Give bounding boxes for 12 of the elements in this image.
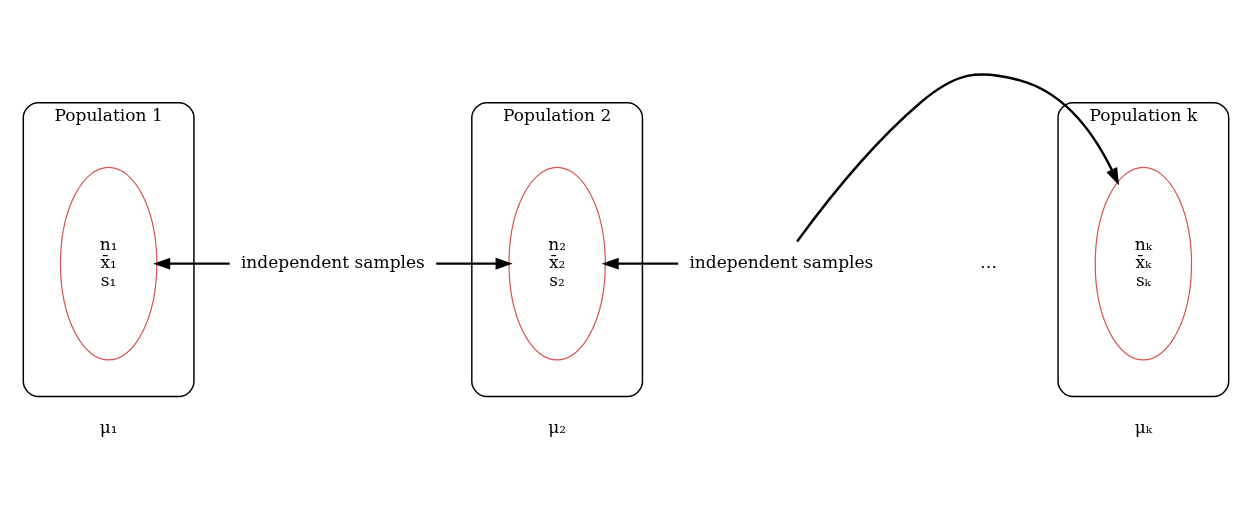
- node-ellipse: n₁ x̄₁ s₁: [59, 166, 158, 361]
- arrow: [153, 257, 230, 270]
- node-label: μ₂: [548, 416, 567, 437]
- arrow: [436, 257, 513, 270]
- node-ellipse: n₂ x̄₂ s₂: [508, 166, 606, 361]
- node-label: μₖ: [1134, 416, 1153, 437]
- label: …: [980, 251, 998, 272]
- node-text: independent samples: [240, 251, 425, 272]
- node-text: independent samples: [689, 251, 874, 272]
- node-label: μ₁: [99, 416, 118, 437]
- arrow: [796, 72, 1119, 242]
- arrow: [601, 257, 679, 270]
